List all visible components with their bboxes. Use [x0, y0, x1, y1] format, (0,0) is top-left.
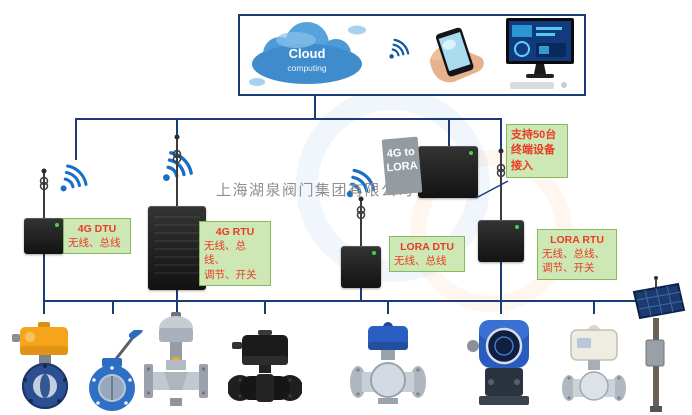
callout-line3: 接入: [511, 159, 533, 172]
callout-pointer-line: [475, 180, 509, 199]
connector-line: [176, 118, 178, 148]
connector-line: [448, 118, 450, 148]
cloud-computing-icon: Cloud computing: [249, 22, 366, 86]
label-line: 调节、开关: [542, 262, 595, 275]
wifi-icon-cloud: [389, 38, 410, 59]
label-4g-to-lora: 4G to LORA: [381, 136, 423, 196]
product-yellow-electric-butterfly-valve: [12, 322, 68, 409]
connector-line: [387, 300, 389, 314]
bridge-line2: LORA: [386, 159, 419, 175]
wifi-icon-4g-dtu: [60, 164, 88, 192]
antenna-icon: [39, 168, 49, 218]
label-line: 无线、总线、: [542, 248, 605, 261]
cloud-downlink-line: [314, 96, 316, 120]
product-solar-power-station: [632, 276, 686, 412]
label-lora-dtu: LORA DTU 无线、总线: [389, 236, 465, 273]
connector-line: [176, 290, 178, 314]
product-stainless-ball-valve-blue-actuator: [350, 322, 426, 404]
device-lora-dtu: [341, 246, 381, 288]
connector-line: [264, 300, 266, 314]
callout-line2: 终端设备: [511, 144, 555, 157]
desktop-monitor-photo: [506, 18, 574, 89]
cloud-title-text: Cloud: [289, 46, 326, 61]
connector-line: [112, 300, 114, 314]
company-watermark: 上海湖泉阀门集团有限公司: [216, 182, 415, 199]
label-lora-rtu: LORA RTU 无线、总线、 调节、开关: [537, 229, 617, 280]
label-title: LORA DTU: [400, 241, 454, 253]
device-4g-to-lora-gateway: [418, 146, 478, 198]
label-4g-dtu: 4G DTU 无线、总线: [63, 218, 131, 255]
hand-holding-phone-photo: [429, 27, 484, 83]
product-blue-manual-butterfly-valve: [89, 330, 143, 411]
antenna-icon: [356, 196, 366, 248]
label-title: 4G RTU: [215, 226, 255, 238]
antenna-icon: [172, 134, 182, 208]
field-bus-line: [43, 300, 659, 302]
label-line: 无线、总线: [68, 237, 121, 250]
callout-terminal-capacity: 支持50台 终端设备 接入: [506, 124, 568, 179]
label-title: 4G DTU: [77, 223, 117, 235]
connector-line: [593, 300, 595, 314]
wifi-icon-lora-gateway: [346, 168, 376, 198]
backbone-bus-line: [76, 118, 502, 120]
label-line: 无线、总线: [394, 255, 447, 268]
device-4g-rtu: [148, 206, 206, 290]
connector-line: [43, 252, 45, 314]
connector-line: [75, 118, 77, 160]
cloud-subtitle-text: computing: [287, 63, 326, 73]
label-4g-rtu: 4G RTU 无线、总线、 调节、开关: [199, 221, 271, 286]
label-line: 调节、开关: [204, 268, 257, 281]
antenna-icon: [496, 148, 506, 222]
product-blue-electric-actuator-flowmeter: [467, 320, 529, 405]
label-title: LORA RTU: [550, 234, 604, 246]
product-white-electric-ball-valve: [562, 325, 626, 401]
device-lora-rtu: [478, 220, 524, 262]
product-black-electric-ball-valve: [228, 330, 302, 402]
connector-line: [500, 262, 502, 314]
connector-line: [360, 288, 362, 300]
connector-line: [500, 118, 502, 152]
callout-line1: 支持50台: [511, 129, 557, 141]
device-4g-dtu: [24, 218, 64, 254]
label-line: 无线、总线、: [204, 240, 246, 267]
product-electric-globe-valve: [144, 312, 208, 406]
